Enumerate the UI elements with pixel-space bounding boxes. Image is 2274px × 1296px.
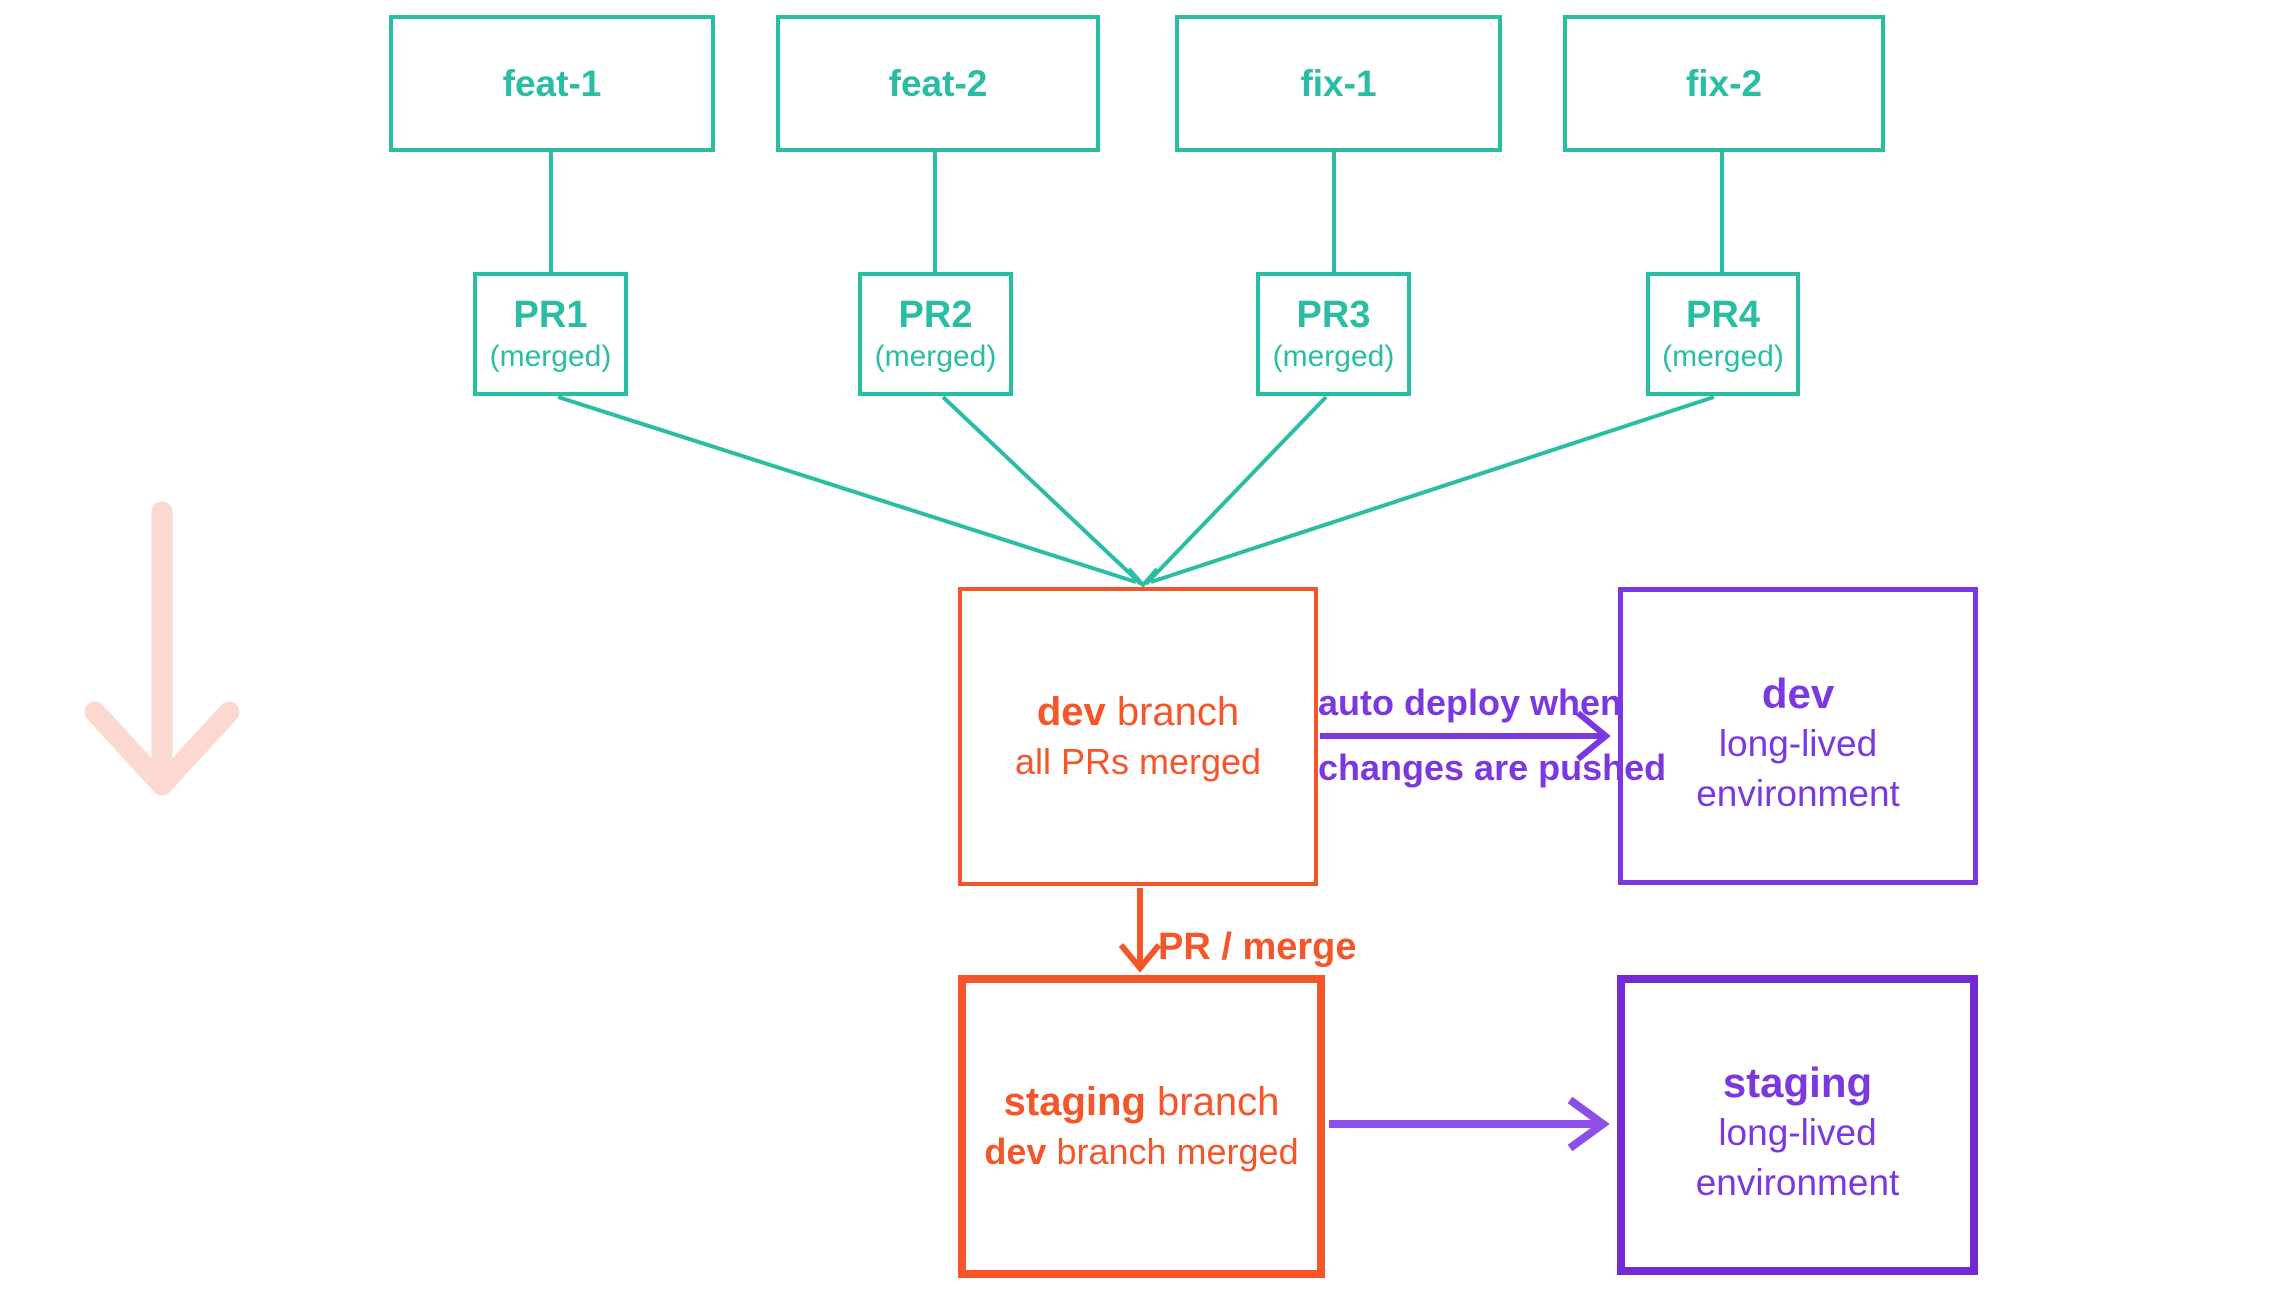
pr-title: PR2 [898, 294, 973, 336]
staging-env-line2: long-lived [1718, 1112, 1877, 1153]
pr-subtitle: (merged) [1662, 340, 1784, 373]
auto-deploy-label-line1: auto deploy when [1318, 682, 1623, 723]
dev-branch-title-bold: dev [1036, 689, 1106, 734]
pr-merge-label: PR / merge [1158, 926, 1357, 968]
branch-box-feat-2: feat-2 [776, 15, 1100, 152]
branch-box-label: feat-1 [502, 62, 602, 104]
connector-pr1-dev [557, 395, 1137, 584]
big-down-arrow-icon [84, 501, 240, 796]
dev-branch-title: dev branch [1037, 687, 1239, 737]
staging-branch-title-bold: staging [1003, 1079, 1146, 1124]
branch-box-label: fix-2 [1685, 62, 1763, 104]
pr-box-1: PR1 (merged) [473, 272, 628, 396]
pr-title: PR1 [513, 294, 588, 336]
branch-box-fix-1: fix-1 [1175, 15, 1502, 152]
pr-box-4: PR4 (merged) [1646, 272, 1800, 396]
connector-pr2-dev [941, 395, 1143, 586]
staging-branch-title-rest: branch [1145, 1079, 1280, 1124]
branch-box-fix-2: fix-2 [1563, 15, 1885, 152]
branch-box-feat-1: feat-1 [389, 15, 715, 152]
connector-pr3-dev [1144, 395, 1328, 586]
dev-env-line2: long-lived [1718, 723, 1878, 764]
staging-branch-subtitle: dev branch merged [984, 1127, 1298, 1177]
dev-branch-title-rest: branch [1105, 689, 1240, 734]
staging-branch-subtitle-rest: branch merged [1046, 1130, 1299, 1172]
staging-environment-box: staging long-lived environment [1617, 975, 1978, 1275]
pr-subtitle: (merged) [489, 340, 612, 373]
pr-subtitle: (merged) [1272, 340, 1395, 373]
connector-pr4-dev [1150, 395, 1715, 584]
pr-title: PR3 [1296, 294, 1371, 336]
pr-title: PR4 [1686, 294, 1760, 336]
arrow-devbranch-to-devenv [1320, 710, 1611, 762]
dev-environment-box: dev long-lived environment [1618, 587, 1978, 885]
dev-env-title: dev [1761, 670, 1835, 717]
staging-branch-subtitle-bold: dev [984, 1130, 1047, 1172]
staging-branch-title: staging branch [1004, 1077, 1280, 1127]
dev-env-line3: environment [1696, 773, 1900, 814]
pr-box-2: PR2 (merged) [858, 272, 1013, 396]
branch-box-label: fix-1 [1300, 62, 1377, 104]
staging-branch-box: staging branch dev branch merged [958, 975, 1325, 1278]
pr-box-3: PR3 (merged) [1256, 272, 1411, 396]
fan-arrowhead-icon [1127, 567, 1159, 589]
staging-env-line3: environment [1695, 1162, 1900, 1203]
dev-branch-box: dev branch all PRs merged [958, 587, 1318, 886]
dev-branch-subtitle: all PRs merged [1014, 740, 1262, 782]
pr-subtitle: (merged) [874, 340, 997, 373]
arrow-dev-to-staging [1118, 888, 1162, 973]
staging-env-title: staging [1722, 1059, 1873, 1106]
arrow-stagingbranch-to-stagingenv [1329, 1096, 1610, 1152]
branch-box-label: feat-2 [888, 62, 988, 104]
auto-deploy-label-line2: changes are pushed [1318, 747, 1667, 788]
